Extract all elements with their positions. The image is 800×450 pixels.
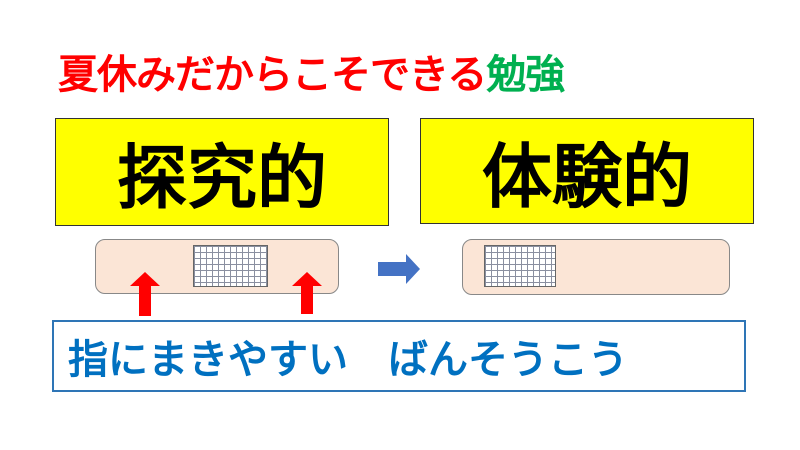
red-arrow-up-icon	[292, 272, 322, 314]
label-box-inquiry: 探究的	[55, 118, 389, 226]
blue-arrow-right-icon	[378, 254, 420, 284]
label-inquiry: 探究的	[117, 136, 327, 219]
gauze-pad-right	[484, 245, 556, 287]
caption-text: 指にまきやすい ばんそうこう	[68, 337, 628, 383]
slide-title: 夏休みだからこそできる勉強	[58, 42, 565, 100]
caption-box: 指にまきやすい ばんそうこう	[52, 320, 746, 392]
title-green: 勉強	[486, 52, 565, 98]
label-box-experiential: 体験的	[420, 118, 754, 224]
label-experiential: 体験的	[482, 135, 692, 218]
red-arrow-up-icon	[130, 272, 160, 316]
title-red: 夏休みだからこそできる	[58, 52, 487, 98]
gauze-pad-left	[193, 245, 268, 287]
